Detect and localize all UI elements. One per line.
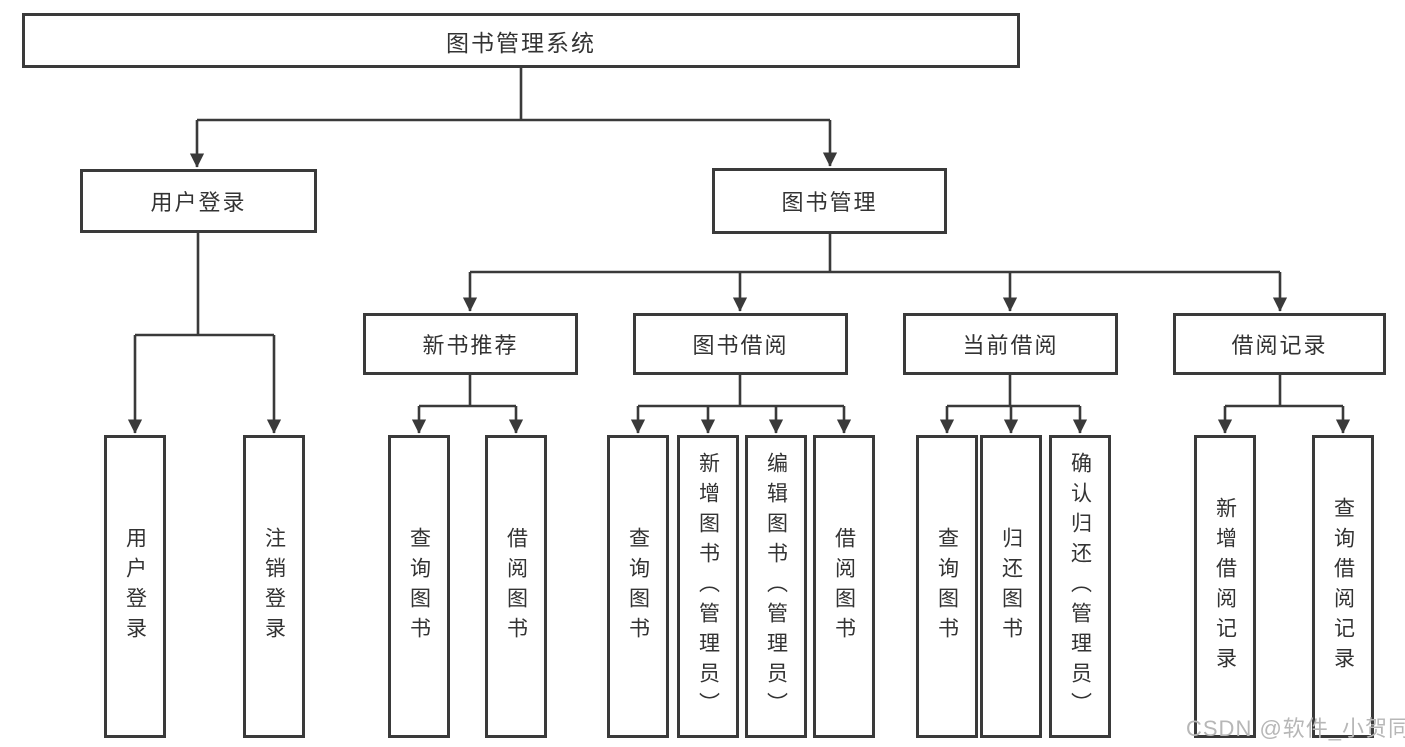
leaf-edit-books-admin: 编辑图书（管理员） bbox=[745, 435, 807, 738]
node-current-borrowing: 当前借阅 bbox=[903, 313, 1118, 375]
node-new-book-recommend-label: 新书推荐 bbox=[422, 333, 519, 358]
leaf-query-books-borrowing-label: 查询图书 bbox=[626, 526, 650, 647]
leaf-query-books-borrowing: 查询图书 bbox=[607, 435, 669, 738]
leaf-return-books-label: 归还图书 bbox=[999, 526, 1023, 647]
connector-borrow-records-to-leaves bbox=[1217, 375, 1351, 434]
node-book-management-label: 图书管理 bbox=[781, 190, 878, 215]
node-book-management: 图书管理 bbox=[712, 168, 947, 234]
leaf-confirm-return-admin: 确认归还（管理员） bbox=[1049, 435, 1111, 738]
node-root-label: 图书管理系统 bbox=[446, 29, 596, 56]
node-user-login-label: 用户登录 bbox=[150, 190, 247, 215]
node-borrow-records: 借阅记录 bbox=[1173, 313, 1386, 375]
node-new-book-recommend: 新书推荐 bbox=[363, 313, 578, 375]
leaf-query-books-recommend-label: 查询图书 bbox=[407, 526, 431, 647]
connector-new-book-recommend-to-leaves bbox=[411, 375, 524, 434]
leaf-borrow-books-borrowing-label: 借阅图书 bbox=[832, 526, 856, 647]
node-user-login: 用户登录 bbox=[80, 169, 317, 233]
leaf-borrow-books-recommend-label: 借阅图书 bbox=[504, 526, 528, 647]
connector-current-borrowing-to-leaves bbox=[939, 375, 1088, 434]
leaf-edit-books-admin-label: 编辑图书（管理员） bbox=[764, 451, 788, 722]
connector-book-management-to-level3 bbox=[462, 234, 1288, 312]
leaf-logout: 注销登录 bbox=[243, 435, 305, 738]
node-current-borrowing-label: 当前借阅 bbox=[962, 333, 1059, 358]
node-book-borrowing: 图书借阅 bbox=[633, 313, 848, 375]
leaf-query-borrow-record: 查询借阅记录 bbox=[1312, 435, 1374, 738]
leaf-return-books: 归还图书 bbox=[980, 435, 1042, 738]
leaf-logout-label: 注销登录 bbox=[262, 526, 286, 647]
leaf-add-books-admin: 新增图书（管理员） bbox=[677, 435, 739, 738]
leaf-query-books-current: 查询图书 bbox=[916, 435, 978, 738]
leaf-query-borrow-record-label: 查询借阅记录 bbox=[1331, 496, 1355, 677]
leaf-borrow-books-borrowing: 借阅图书 bbox=[813, 435, 875, 738]
leaf-confirm-return-admin-label: 确认归还（管理员） bbox=[1068, 451, 1092, 722]
leaf-query-books-recommend: 查询图书 bbox=[388, 435, 450, 738]
leaf-query-books-current-label: 查询图书 bbox=[935, 526, 959, 647]
leaf-borrow-books-recommend: 借阅图书 bbox=[485, 435, 547, 738]
connector-root-to-level2 bbox=[189, 68, 838, 168]
connector-user-login-to-leaves bbox=[127, 233, 282, 434]
node-book-borrowing-label: 图书借阅 bbox=[692, 333, 789, 358]
leaf-user-login-label: 用户登录 bbox=[123, 526, 147, 647]
leaf-user-login: 用户登录 bbox=[104, 435, 166, 738]
csdn-watermark: CSDN @软件_小贺同学 bbox=[1186, 716, 1405, 741]
leaf-add-borrow-record-label: 新增借阅记录 bbox=[1213, 496, 1237, 677]
connector-book-borrowing-to-leaves bbox=[630, 375, 852, 434]
node-root-system: 图书管理系统 bbox=[22, 13, 1020, 68]
leaf-add-books-admin-label: 新增图书（管理员） bbox=[696, 451, 720, 722]
leaf-add-borrow-record: 新增借阅记录 bbox=[1194, 435, 1256, 738]
node-borrow-records-label: 借阅记录 bbox=[1231, 333, 1328, 358]
